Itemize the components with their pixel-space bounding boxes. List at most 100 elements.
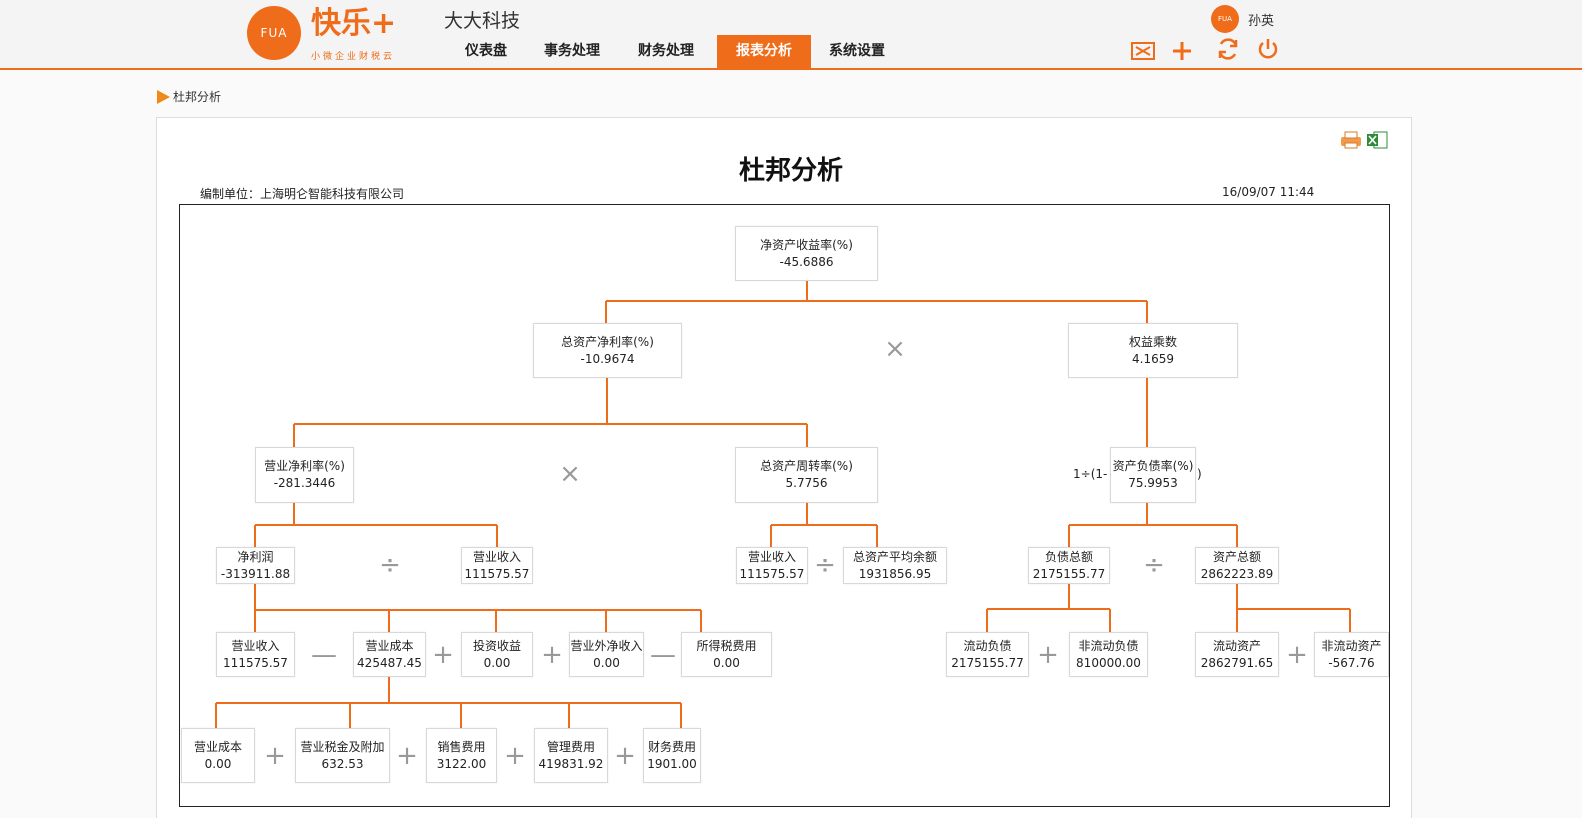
node-label: 总资产净利率(%): [561, 334, 654, 349]
node-value: 111575.57: [223, 655, 288, 670]
node-value: 1901.00: [647, 756, 697, 771]
node-label: 营业外净收入: [570, 638, 643, 653]
node-value: 810000.00: [1076, 655, 1141, 670]
plus-operator: +: [541, 640, 563, 670]
node-value: 0.00: [593, 655, 620, 670]
refresh-icon[interactable]: [1215, 36, 1241, 62]
report-unit: 编制单位：上海明仑智能科技有限公司: [200, 187, 405, 201]
node-value: -10.9674: [580, 351, 635, 366]
node-label: 营业成本: [365, 638, 414, 653]
node-current-assets: 流动资产 2862791.65: [1195, 632, 1279, 677]
breadcrumb[interactable]: 杜邦分析: [173, 90, 222, 104]
node-label: 负债总额: [1044, 549, 1093, 564]
node-value: 4.1659: [1132, 351, 1174, 366]
node-value: 0.00: [204, 756, 232, 771]
formula-suffix: ): [1197, 467, 1202, 481]
node-label: 营业收入: [231, 638, 280, 653]
plus-icon[interactable]: [1169, 38, 1195, 64]
node-revenue: 营业收入 111575.57: [216, 632, 295, 677]
nav-finance[interactable]: 财务处理: [638, 43, 694, 59]
node-value: 2175155.77: [1032, 566, 1106, 581]
plus-operator: +: [264, 741, 286, 771]
node-value: 419831.92: [538, 756, 604, 771]
node-label: 营业收入: [472, 549, 521, 564]
node-value: 5.7756: [785, 476, 828, 490]
node-non-current-assets: 非流动资产 -567.76: [1314, 632, 1389, 677]
node-equity-multiplier: 权益乘数 4.1659: [1068, 323, 1238, 378]
node-value: 75.9953: [1128, 476, 1178, 490]
node-label: 总资产平均余额: [852, 549, 937, 564]
node-label: 管理费用: [546, 739, 595, 754]
node-value: -281.3446: [273, 476, 336, 490]
node-label: 营业净利率(%): [264, 459, 345, 473]
node-income-tax: 所得税费用 0.00: [681, 632, 772, 677]
node-value: 1931856.95: [858, 566, 932, 581]
node-value: 0.00: [713, 655, 740, 670]
node-label: 销售费用: [437, 739, 486, 754]
logo-mark[interactable]: FUA: [247, 6, 301, 60]
node-label: 非流动资产: [1321, 638, 1382, 653]
node-value: 425487.45: [357, 655, 422, 670]
plus-operator: +: [614, 741, 636, 771]
node-revenue: 营业收入 111575.57: [461, 547, 533, 584]
nav-reports[interactable]: 报表分析: [717, 35, 811, 68]
breadcrumb-arrow-icon: [157, 90, 170, 104]
dupont-chart-frame: [179, 204, 1390, 807]
plus-operator: +: [1286, 640, 1308, 670]
node-investment-income: 投资收益 0.00: [461, 632, 533, 677]
node-value: 111575.57: [739, 566, 805, 581]
node-label: 权益乘数: [1128, 334, 1177, 349]
plus-operator: +: [432, 640, 454, 670]
node-label: 财务费用: [647, 739, 696, 754]
node-net-profit: 净利润 -313911.88: [216, 547, 295, 584]
print-icon[interactable]: [1340, 131, 1362, 149]
power-icon[interactable]: [1255, 36, 1281, 62]
node-value: -45.6886: [779, 254, 834, 269]
nav-dashboard[interactable]: 仪表盘: [465, 43, 507, 59]
user-name[interactable]: 孙英: [1248, 14, 1275, 29]
node-roa: 总资产净利率(%) -10.9674: [533, 323, 682, 378]
company-name: 大大科技: [444, 10, 521, 32]
excel-export-icon[interactable]: [1366, 131, 1388, 149]
node-finance-expense: 财务费用 1901.00: [643, 728, 701, 783]
node-label: 净利润: [237, 549, 274, 564]
node-roe: 净资产收益率(%) -45.6886: [735, 226, 878, 281]
plus-operator: +: [396, 741, 418, 771]
node-current-liabilities: 流动负债 2175155.77: [946, 632, 1029, 677]
node-label: 营业成本: [193, 739, 242, 754]
node-value: 2175155.77: [951, 655, 1024, 670]
times-operator: ×: [559, 459, 581, 489]
node-value: 111575.57: [464, 566, 530, 581]
divide-operator: ÷: [1143, 550, 1165, 580]
node-total-assets: 资产总额 2862223.89: [1195, 547, 1279, 584]
node-value: -567.76: [1328, 655, 1375, 670]
node-value: -313911.88: [220, 566, 291, 581]
node-label: 流动资产: [1212, 638, 1261, 653]
node-label: 营业收入: [747, 549, 796, 564]
node-label: 净资产收益率(%): [760, 237, 853, 252]
node-label: 所得税费用: [696, 638, 757, 653]
node-total-liabilities: 负债总额 2175155.77: [1028, 547, 1110, 584]
report-title: 杜邦分析: [738, 156, 843, 186]
node-asset-turnover: 总资产周转率(%) 5.7756: [735, 447, 878, 503]
node-non-current-liabilities: 非流动负债 810000.00: [1069, 632, 1148, 677]
nav-transactions[interactable]: 事务处理: [544, 43, 600, 59]
report-time: 16/09/07 11:44: [1222, 185, 1315, 199]
mail-icon[interactable]: [1130, 38, 1156, 64]
node-label: 营业税金及附加: [300, 739, 385, 754]
plus-operator: +: [1037, 640, 1059, 670]
divide-operator: ÷: [814, 550, 836, 580]
formula-prefix: 1÷(1-: [1073, 467, 1108, 481]
divide-operator: ÷: [379, 550, 401, 580]
node-non-operating-income: 营业外净收入 0.00: [569, 632, 644, 677]
nav-settings[interactable]: 系统设置: [829, 43, 885, 59]
user-avatar[interactable]: FUA: [1211, 5, 1239, 33]
node-average-total-assets: 总资产平均余额 1931856.95: [843, 547, 947, 584]
node-selling-expense: 销售费用 3122.00: [426, 728, 497, 783]
node-value: 2862223.89: [1200, 566, 1274, 581]
node-debt-ratio: 资产负债率(%) 75.9953: [1110, 447, 1196, 503]
node-label: 总资产周转率(%): [760, 459, 853, 473]
node-label: 资产负债率(%): [1112, 459, 1194, 473]
plus-operator: +: [504, 741, 526, 771]
